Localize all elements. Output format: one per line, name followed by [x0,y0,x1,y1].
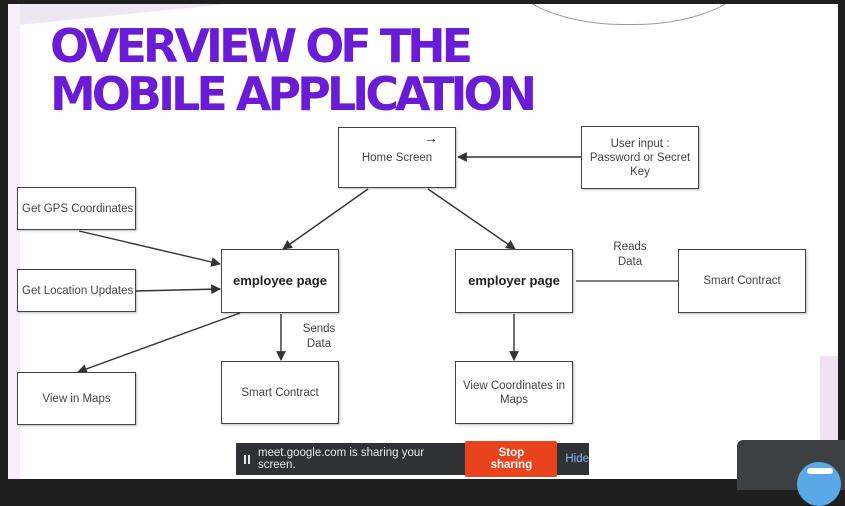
node-smart-contract-right: Smart Contract [678,249,806,313]
hide-button[interactable]: Hide [565,453,589,465]
slide-left-decoration [8,4,20,479]
node-view-in-maps: View in Maps [17,372,136,425]
node-home-screen: Home Screen [338,127,456,188]
label-reads-data: Reads Data [613,241,647,268]
slide-title-line-2: MOBILE APPLICATION [50,67,537,121]
edge-gps-employee [78,230,221,267]
node-smart-contract-bottom: Smart Contract [221,361,339,424]
diagram-connectors [77,152,678,374]
edge-location-employee [135,284,221,295]
slide-corner-decoration [8,4,228,26]
label-sends-data: Sends Data [302,323,336,350]
edge-home-employer [427,188,516,250]
right-arrow-icon: → [424,130,438,146]
share-message: meet.google.com is sharing your screen. [257,447,425,471]
node-view-coordinates: View Coordinates in Maps [455,361,573,424]
stop-sharing-button[interactable]: Stop sharing [465,441,558,477]
edge-home-employee [282,188,369,250]
node-get-gps: Get GPS Coordinates [17,187,136,230]
slide-title-line-1: OVERVIEW OF THE [50,19,473,73]
airplane-icon [807,468,833,474]
slide [8,4,838,479]
node-employer-page: employer page [455,249,573,313]
avatar [797,462,841,506]
edge-employee-maps [77,312,241,374]
node-user-input: User input : Password or Secret Key [581,126,699,189]
screen-share-bar: meet.google.com is sharing your screen. … [236,441,589,477]
pause-icon[interactable] [244,454,250,464]
node-get-location-updates: Get Location Updates [17,269,136,312]
node-employee-page: employee page [221,249,339,313]
slide-title: OVERVIEW OF THE MOBILE APPLICATION [50,19,537,121]
